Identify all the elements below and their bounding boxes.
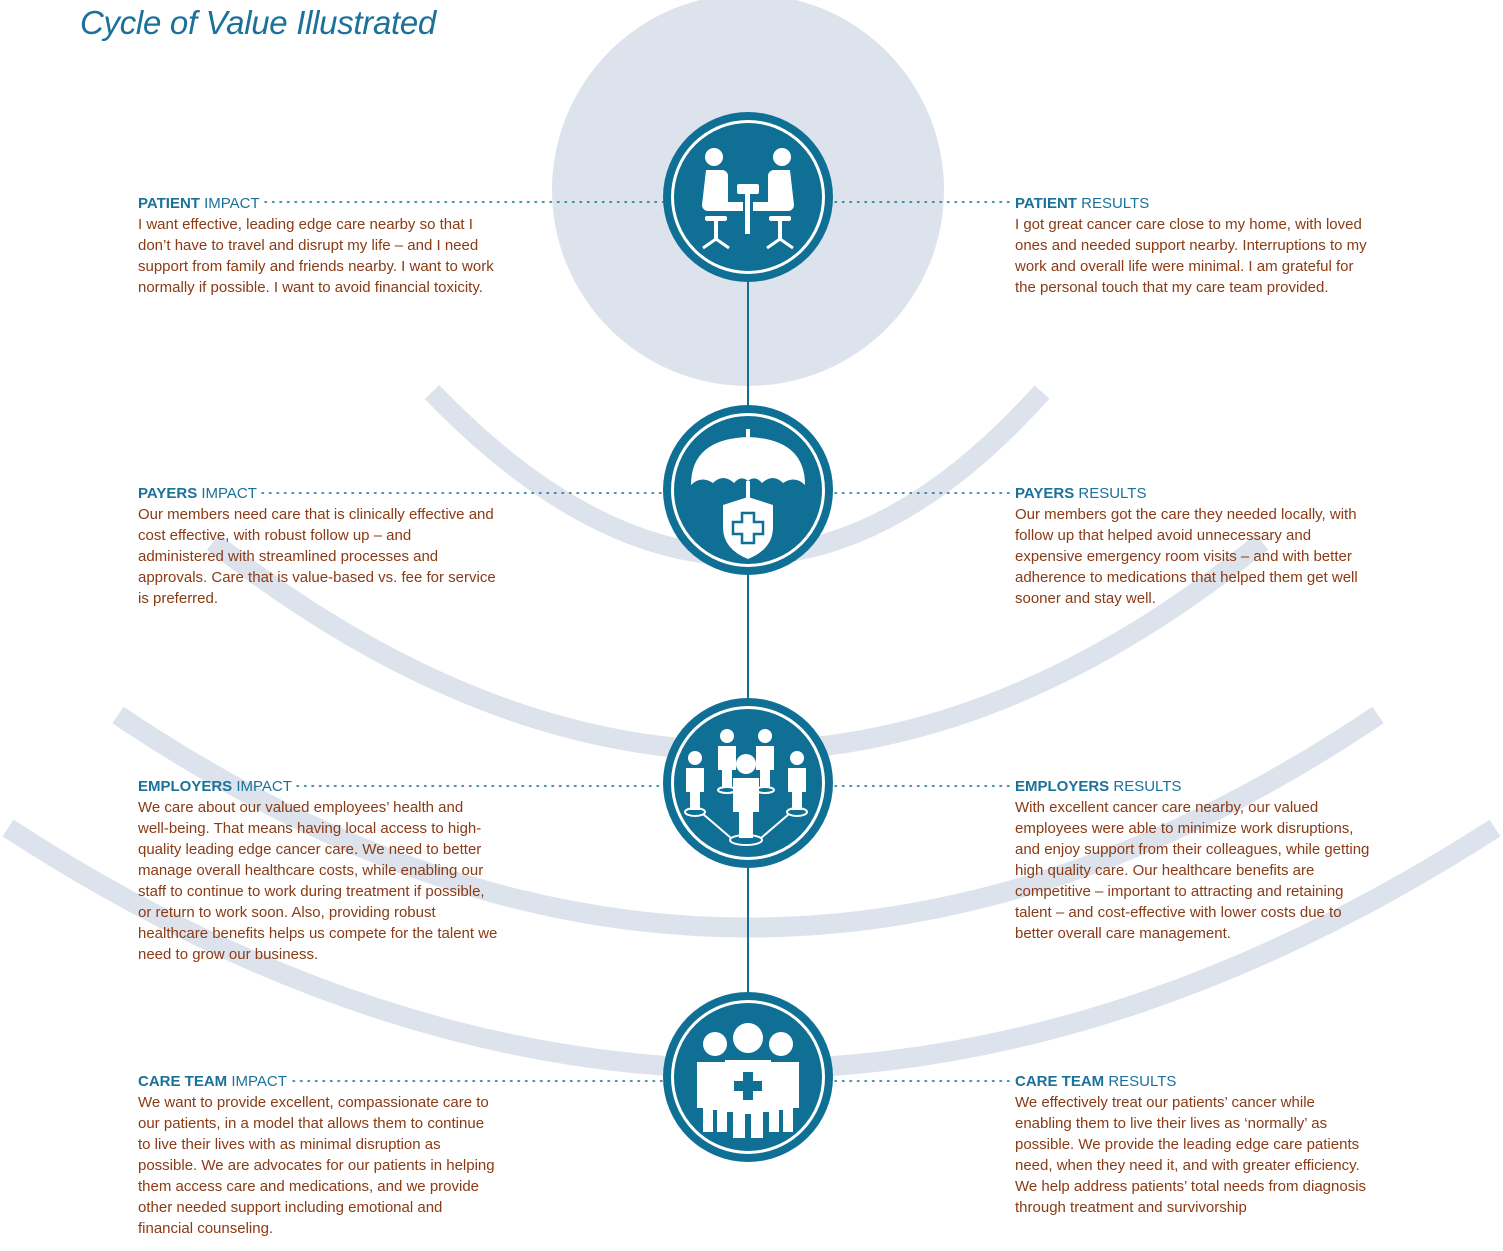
employee-network-icon: [663, 698, 833, 868]
page-title: Cycle of Value Illustrated: [80, 4, 436, 41]
payers-impact-text: Our members need care that is clinically…: [138, 506, 496, 607]
employers-results-text: With excellent cancer care nearby, our v…: [1015, 799, 1370, 942]
employers-impact: EMPLOYERS IMPACT We care about our value…: [138, 777, 498, 965]
care-team-impact-text: We want to provide excellent, compassion…: [138, 1094, 495, 1237]
payers-impact-key: PAYERS: [138, 485, 198, 502]
umbrella-shield-icon: [663, 405, 833, 575]
care-team-impact: CARE TEAM IMPACT We want to provide exce…: [138, 1072, 498, 1239]
care-team-results-suffix: RESULTS: [1108, 1073, 1177, 1090]
patient-consultation-icon: [663, 112, 833, 282]
patient-results: PATIENT RESULTS I got great cancer care …: [1015, 194, 1375, 298]
payers-results-key: PAYERS: [1015, 485, 1075, 502]
patient-impact-suffix: IMPACT: [204, 195, 260, 212]
payers-impact-suffix: IMPACT: [201, 485, 257, 502]
employers-results: EMPLOYERS RESULTS With excellent cancer …: [1015, 777, 1375, 944]
employers-impact-key: EMPLOYERS: [138, 778, 233, 795]
patient-impact-key: PATIENT: [138, 195, 200, 212]
patient-results-text: I got great cancer care close to my home…: [1015, 216, 1367, 296]
patient-results-suffix: RESULTS: [1081, 195, 1150, 212]
payers-results-suffix: RESULTS: [1078, 485, 1147, 502]
employers-impact-text: We care about our valued employees’ heal…: [138, 799, 498, 963]
care-team-impact-key: CARE TEAM: [138, 1073, 228, 1090]
dotted-leaders: [261, 201, 1014, 1082]
patient-impact: PATIENT IMPACT I want effective, leading…: [138, 194, 498, 298]
care-team-results: CARE TEAM RESULTS We effectively treat o…: [1015, 1072, 1375, 1218]
employers-results-suffix: RESULTS: [1113, 778, 1182, 795]
employers-results-key: EMPLOYERS: [1015, 778, 1110, 795]
employers-impact-suffix: IMPACT: [236, 778, 292, 795]
care-team-results-text: We effectively treat our patients’ cance…: [1015, 1094, 1367, 1216]
patient-results-key: PATIENT: [1015, 195, 1077, 212]
payers-results: PAYERS RESULTS Our members got the care …: [1015, 484, 1375, 609]
care-team-icon: [663, 992, 833, 1162]
care-team-results-key: CARE TEAM: [1015, 1073, 1105, 1090]
payers-impact: PAYERS IMPACT Our members need care that…: [138, 484, 498, 609]
patient-impact-text: I want effective, leading edge care near…: [138, 216, 494, 296]
care-team-impact-suffix: IMPACT: [231, 1073, 287, 1090]
payers-results-text: Our members got the care they needed loc…: [1015, 506, 1358, 607]
